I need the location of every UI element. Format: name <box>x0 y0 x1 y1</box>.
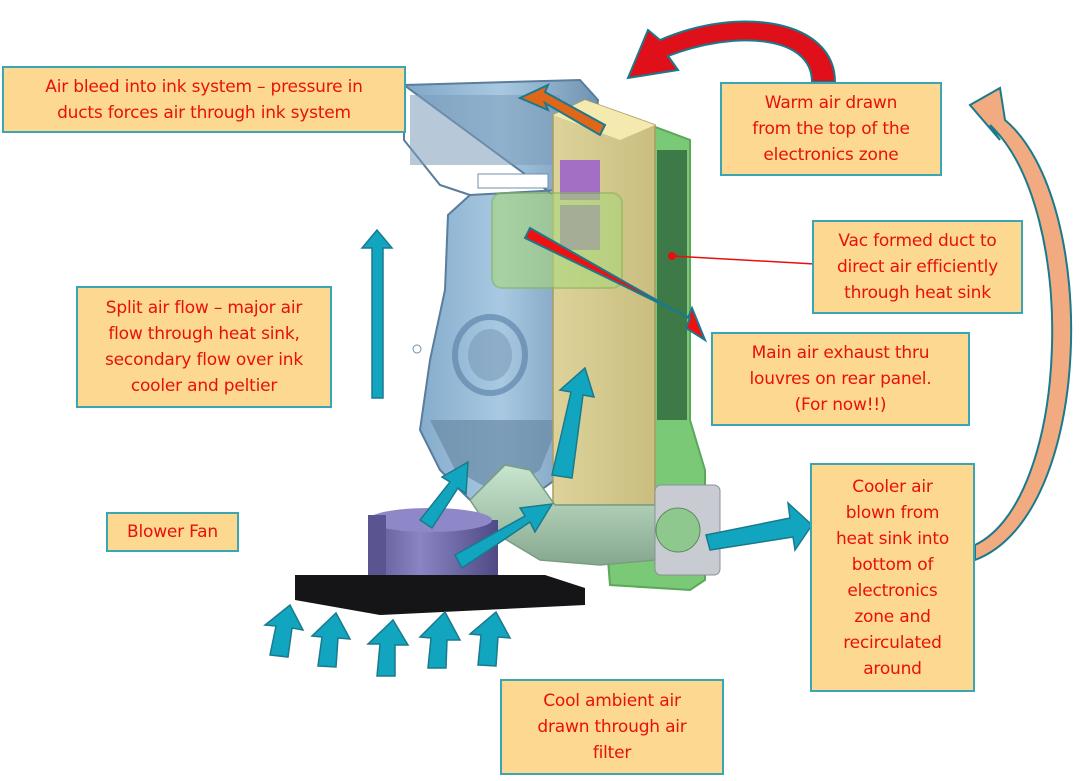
warm-air-curved-arrow <box>626 20 837 83</box>
callout-line: electronics zone <box>763 145 899 165</box>
main-exhaust-arrow <box>523 226 708 343</box>
callout-line: around <box>863 658 922 679</box>
intake-arrow <box>366 618 410 677</box>
intake-arrow <box>418 610 462 669</box>
callout-line: flow through heat sink, <box>108 324 300 344</box>
callout-line: Cooler air <box>852 476 933 497</box>
callout-line: filter <box>592 743 632 763</box>
callout-line: Warm air drawn <box>764 93 898 113</box>
callout-line: Air bleed into ink system – pressure in <box>45 76 363 97</box>
callout-line: direct air efficiently <box>836 257 999 277</box>
air-filter <box>295 575 585 615</box>
callout-air-bleed: Air bleed into ink system – pressure in … <box>2 66 406 133</box>
blower-to-housing-arrow <box>418 460 469 530</box>
callout-line: Cool ambient air <box>543 691 681 711</box>
callout-line: recirculated <box>843 632 942 653</box>
callout-vac-duct: Vac formed duct to direct air efficientl… <box>812 220 1023 314</box>
callout-line: electronics <box>847 580 938 601</box>
intake-arrow <box>310 611 352 668</box>
callout-line: drawn through air <box>537 717 687 737</box>
intake-arrow <box>263 603 305 658</box>
recirculation-arrow <box>968 86 1073 562</box>
split-flow-arrow <box>360 228 394 399</box>
vac-formed-duct <box>606 123 706 592</box>
callout-line: heat sink into <box>835 528 950 549</box>
callout-line: Vac formed duct to <box>838 231 997 251</box>
blower-to-elbow-arrow <box>453 503 554 570</box>
callout-line: through heat sink <box>844 283 991 303</box>
callout-line: bottom of <box>851 554 934 575</box>
callout-main-exhaust: Main air exhaust thru louvres on rear pa… <box>711 332 970 426</box>
callout-cool-ambient: Cool ambient air drawn through air filte… <box>500 679 724 775</box>
callout-line: ducts forces air through ink system <box>57 102 351 123</box>
rear-fan <box>654 484 721 576</box>
callout-line: louvres on rear panel. <box>749 369 932 389</box>
ink-system-housing <box>401 78 600 507</box>
leader-dot <box>668 252 676 260</box>
heat-sink-up-arrow <box>551 366 596 479</box>
callout-line: zone and <box>854 606 931 627</box>
callout-line: blown from <box>845 502 940 523</box>
air-bleed-arrow <box>517 82 607 137</box>
intake-arrow <box>468 610 512 667</box>
callout-split-flow: Split air flow – major air flow through … <box>76 286 332 408</box>
callout-line: Blower Fan <box>127 522 218 542</box>
callout-blower-fan: Blower Fan <box>106 512 239 552</box>
rear-fan-exhaust-arrow <box>705 501 813 552</box>
callout-line: from the top of the <box>752 119 910 139</box>
callout-line: Split air flow – major air <box>105 298 303 318</box>
callout-line: cooler and peltier <box>130 376 278 396</box>
callout-line: (For now!!) <box>794 395 887 415</box>
callout-line: Main air exhaust thru <box>751 343 930 363</box>
intake-arrows <box>263 603 512 677</box>
callout-cooler-air: Cooler air blown from heat sink into bot… <box>810 463 975 692</box>
callout-warm-air: Warm air drawn from the top of the elect… <box>720 82 942 176</box>
vac-duct-leader-line <box>671 255 816 265</box>
callout-line: secondary flow over ink <box>105 350 303 370</box>
